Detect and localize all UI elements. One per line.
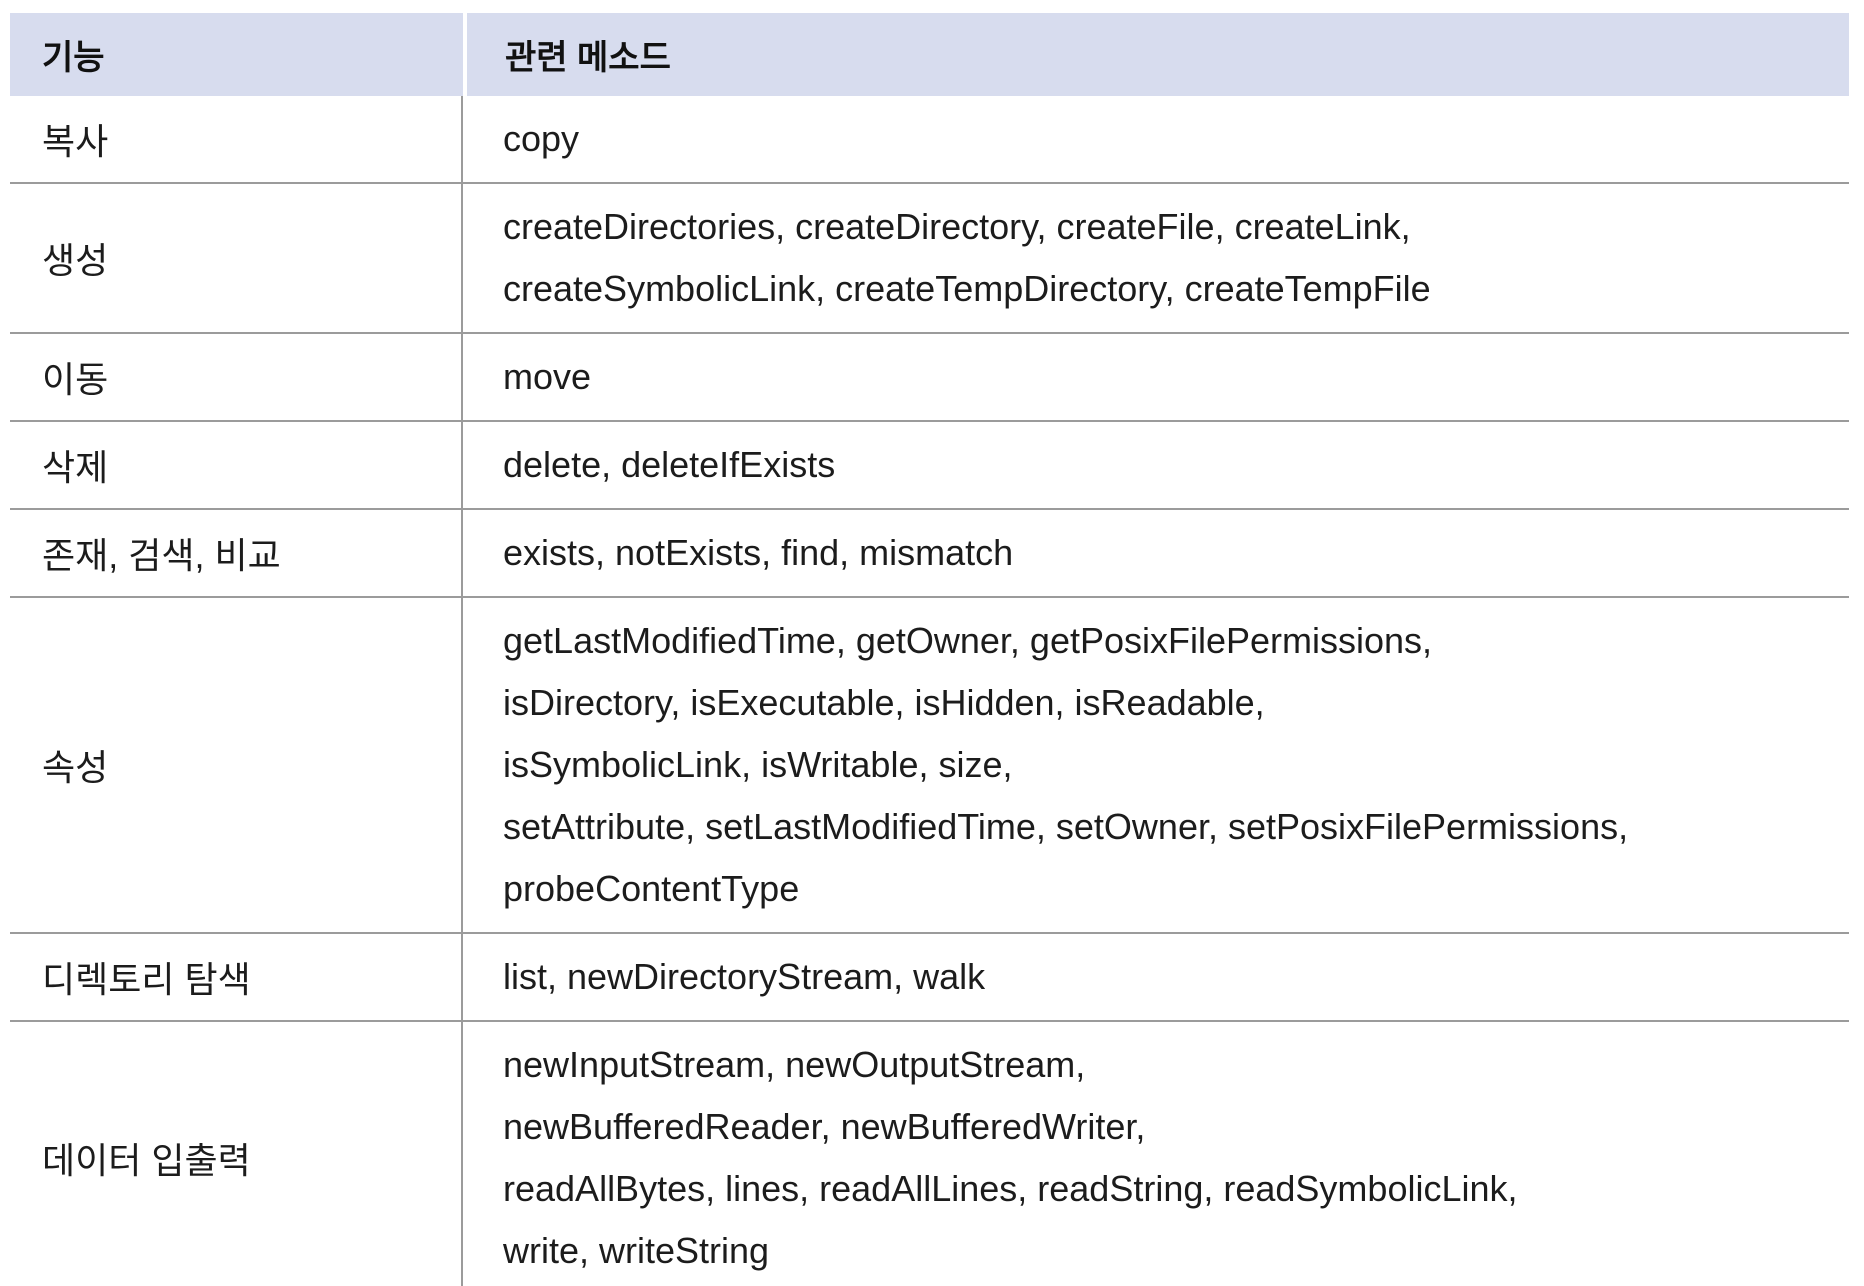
table-body: 복사 copy 생성 createDirectories, createDire… [10, 96, 1849, 1286]
methods-cell: createDirectories, createDirectory, crea… [463, 184, 1849, 332]
method-line: copy [503, 118, 580, 159]
method-line: write, writeString [503, 1230, 770, 1271]
function-cell-label: 복사 [10, 96, 463, 182]
table-row: 복사 copy [10, 96, 1849, 184]
header-cell-function: 기능 [10, 13, 463, 96]
method-line: newBufferedReader, newBufferedWriter, [503, 1106, 1146, 1147]
method-line: getLastModifiedTime, getOwner, getPosixF… [503, 620, 1433, 661]
method-line: isSymbolicLink, isWritable, size, [503, 744, 1013, 785]
method-line: list, newDirectoryStream, walk [503, 956, 986, 997]
method-line: isDirectory, isExecutable, isHidden, isR… [503, 682, 1265, 723]
table-row: 디렉토리 탐색 list, newDirectoryStream, walk [10, 934, 1849, 1022]
method-line: probeContentType [503, 868, 800, 909]
method-line: readAllBytes, lines, readAllLines, readS… [503, 1168, 1518, 1209]
table-row: 삭제 delete, deleteIfExists [10, 422, 1849, 510]
methods-cell: delete, deleteIfExists [463, 422, 1849, 508]
methods-cell: exists, notExists, find, mismatch [463, 510, 1849, 596]
method-line: setAttribute, setLastModifiedTime, setOw… [503, 806, 1629, 847]
table-row: 생성 createDirectories, createDirectory, c… [10, 184, 1849, 334]
methods-cell: newInputStream, newOutputStream, newBuffe… [463, 1022, 1849, 1286]
method-line: createSymbolicLink, createTempDirectory,… [503, 268, 1431, 309]
table-header-row: 기능 관련 메소드 [10, 13, 1849, 96]
table-row: 속성 getLastModifiedTime, getOwner, getPos… [10, 598, 1849, 934]
method-line: exists, notExists, find, mismatch [503, 532, 1014, 573]
function-cell-label: 속성 [10, 598, 463, 932]
methods-cell: getLastModifiedTime, getOwner, getPosixF… [463, 598, 1849, 932]
methods-cell: list, newDirectoryStream, walk [463, 934, 1849, 1020]
function-cell-label: 생성 [10, 184, 463, 332]
methods-cell: move [463, 334, 1849, 420]
function-cell-label: 삭제 [10, 422, 463, 508]
methods-cell: copy [463, 96, 1849, 182]
function-cell-label: 데이터 입출력 [10, 1022, 463, 1286]
table-row: 존재, 검색, 비교 exists, notExists, find, mism… [10, 510, 1849, 598]
method-line: newInputStream, newOutputStream, [503, 1044, 1086, 1085]
function-cell-label: 존재, 검색, 비교 [10, 510, 463, 596]
table-row: 데이터 입출력 newInputStream, newOutputStream,… [10, 1022, 1849, 1286]
method-line: move [503, 356, 592, 397]
table-row: 이동 move [10, 334, 1849, 422]
method-line: delete, deleteIfExists [503, 444, 836, 485]
method-line: createDirectories, createDirectory, crea… [503, 206, 1411, 247]
function-cell-label: 이동 [10, 334, 463, 420]
header-cell-methods: 관련 메소드 [467, 13, 1849, 96]
files-methods-table: 기능 관련 메소드 복사 copy 생성 createDirectories, … [10, 13, 1849, 1286]
function-cell-label: 디렉토리 탐색 [10, 934, 463, 1020]
